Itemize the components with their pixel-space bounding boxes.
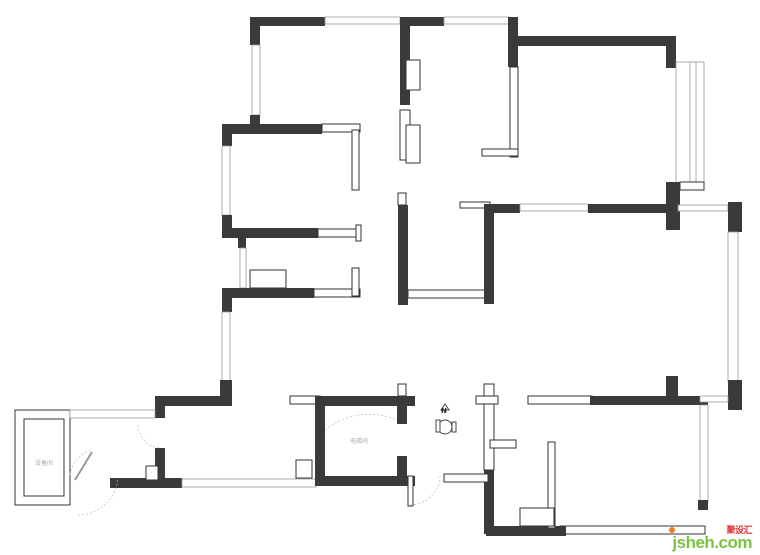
compass-icon (435, 403, 457, 435)
north-label: N (441, 407, 447, 415)
elevator-room-label: 电梯间 (350, 438, 369, 445)
logo-text: jsheh.com (672, 533, 752, 552)
equipment-room-label: 设备间 (35, 460, 54, 467)
logo-chinese: 聚设汇 (726, 525, 752, 535)
walls (14, 16, 742, 536)
logo-dot (669, 527, 675, 533)
door-swings (69, 413, 441, 516)
